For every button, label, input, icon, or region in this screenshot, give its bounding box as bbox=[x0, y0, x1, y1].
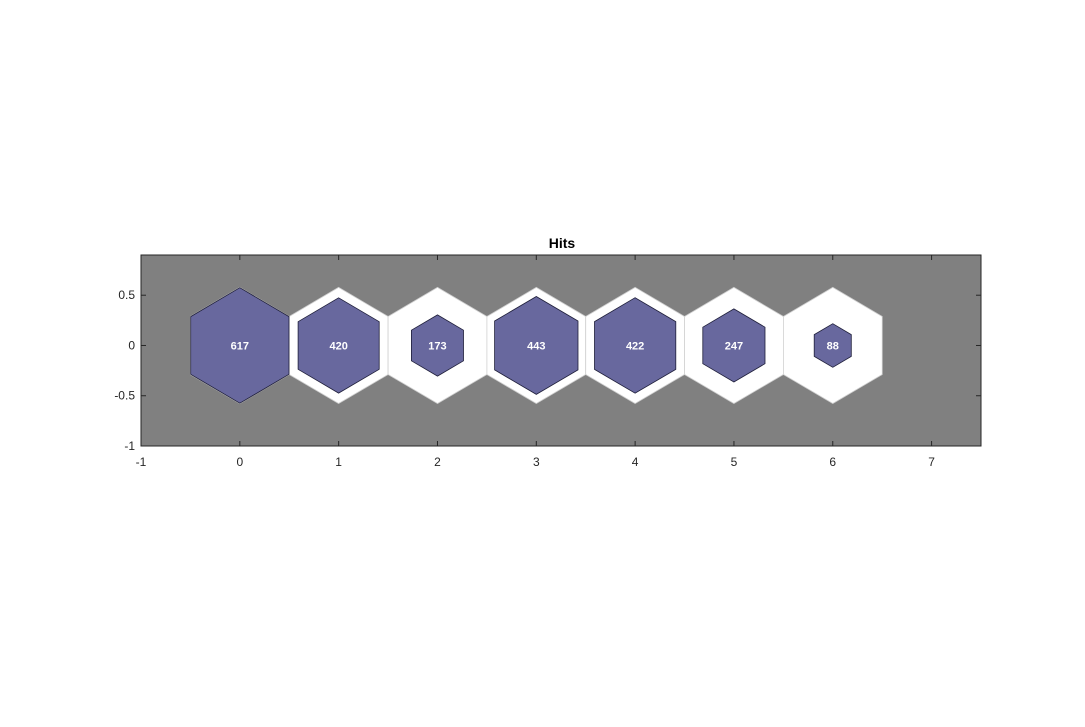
ticks-layer: -1 0 1 2 3 4 5 6 7 -1 -0.5 0 0.5 bbox=[114, 255, 981, 469]
hit-count-label: 88 bbox=[827, 340, 839, 352]
hit-hexagon bbox=[702, 308, 766, 383]
hit-count-label: 173 bbox=[428, 340, 446, 352]
hit-hexagon bbox=[190, 287, 290, 404]
hits-layer bbox=[190, 287, 852, 404]
y-tick-label: -1 bbox=[124, 439, 135, 453]
chart-title: Hits bbox=[549, 235, 576, 251]
hit-hexagon bbox=[297, 297, 380, 394]
hit-labels-layer: 617 420 173 443 422 247 88 bbox=[231, 340, 839, 352]
axes-frame bbox=[140, 254, 982, 447]
x-tick-label: 3 bbox=[533, 455, 540, 469]
hit-hexagon bbox=[594, 297, 677, 394]
hit-count-label: 443 bbox=[527, 340, 545, 352]
x-tick-label: -1 bbox=[136, 455, 147, 469]
x-tick-label: 2 bbox=[434, 455, 441, 469]
y-tick-label: 0 bbox=[128, 338, 135, 352]
hit-count-label: 420 bbox=[329, 340, 347, 352]
x-tick-label: 0 bbox=[236, 455, 243, 469]
hit-hexagon bbox=[410, 314, 464, 377]
hit-hexagon bbox=[813, 323, 852, 368]
x-tick-label: 6 bbox=[829, 455, 836, 469]
hit-count-label: 422 bbox=[626, 340, 644, 352]
x-tick-label: 7 bbox=[928, 455, 935, 469]
x-tick-label: 5 bbox=[731, 455, 738, 469]
y-tick-label: -0.5 bbox=[114, 389, 135, 403]
x-tick-label: 1 bbox=[335, 455, 342, 469]
hit-count-label: 617 bbox=[231, 340, 249, 352]
x-tick-label: 4 bbox=[632, 455, 639, 469]
hit-hexagon bbox=[494, 296, 579, 395]
y-tick-label: 0.5 bbox=[118, 288, 135, 302]
hit-count-label: 247 bbox=[725, 340, 743, 352]
